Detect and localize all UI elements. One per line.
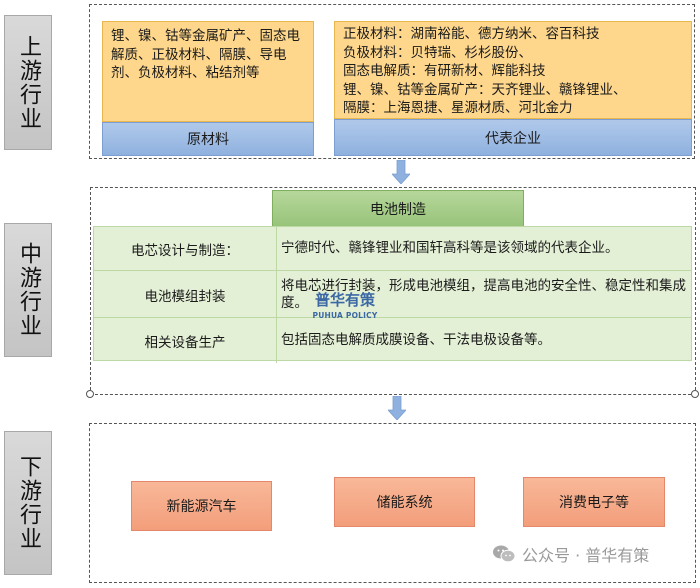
wechat-icon bbox=[493, 545, 516, 563]
row-description: 宁德时代、赣锋锂业和国轩高科等是该领域的代表企业。 bbox=[281, 240, 619, 256]
table-row: 电芯设计与制造： 宁德时代、赣锋锂业和国轩高科等是该领域的代表企业。 bbox=[94, 227, 691, 270]
downstream-group bbox=[89, 423, 696, 583]
battery-manufacturing-header: 电池制造 bbox=[272, 190, 524, 227]
watermark: 公众号 · 普华有策 bbox=[492, 542, 649, 566]
companies-box: 正极材料：湖南裕能、德方纳米、容百科技 负极材料：贝特瑞、杉杉股份、 固态电解质… bbox=[334, 21, 692, 119]
company-line: 正极材料：湖南裕能、德方纳米、容百科技 bbox=[343, 26, 600, 42]
application-new-energy-vehicles: 新能源汽车 bbox=[131, 481, 272, 531]
application-consumer-electronics: 消费电子等 bbox=[523, 477, 665, 527]
row-description: 将电芯进行封装，形成电池模组，提高电池的安全性、稳定性和集成度。 bbox=[281, 277, 686, 311]
row-label: 电芯设计与制造： bbox=[94, 227, 277, 270]
row-label: 电池模组封装 bbox=[94, 271, 277, 318]
down-arrow-icon bbox=[388, 396, 406, 420]
down-arrow-icon bbox=[392, 160, 410, 184]
table-row: 电池模组封装 将电芯进行封装，形成电池模组，提高电池的安全性、稳定性和集成度。 bbox=[94, 270, 691, 318]
table-row: 相关设备生产 包括固态电解质成膜设备、干法电极设备等。 bbox=[94, 317, 691, 363]
stage-label-upstream: 上游行业 bbox=[4, 15, 52, 150]
midstream-group bbox=[90, 187, 696, 395]
upstream-group bbox=[89, 4, 695, 159]
materials-box: 锂、镍、钴等金属矿产、固态电解质、正极材料、隔膜、导电剂、负极材料、粘结剂等 bbox=[102, 21, 314, 122]
resize-handle bbox=[86, 390, 94, 398]
row-label: 相关设备生产 bbox=[94, 318, 277, 363]
companies-header: 代表企业 bbox=[334, 119, 692, 156]
application-energy-storage: 储能系统 bbox=[334, 477, 475, 527]
stage-label-downstream: 下游行业 bbox=[4, 431, 52, 575]
resize-handle bbox=[691, 390, 699, 398]
company-line: 隔膜：上海恩捷、星源材质、河北金力 bbox=[343, 100, 573, 116]
row-description: 包括固态电解质成膜设备、干法电极设备等。 bbox=[281, 332, 551, 348]
materials-header: 原材料 bbox=[102, 122, 314, 156]
puhua-logo: 普华有策 PUHUA POLICY bbox=[312, 291, 378, 321]
company-line: 锂、镍、钴等金属矿产：天齐锂业、赣锋锂业、 bbox=[343, 81, 627, 98]
company-line: 固态电解质：有研新材、辉能科技 bbox=[343, 63, 546, 79]
midstream-table: 电芯设计与制造： 宁德时代、赣锋锂业和国轩高科等是该领域的代表企业。 电池模组封… bbox=[93, 226, 692, 363]
stage-label-midstream: 中游行业 bbox=[4, 223, 52, 357]
company-line: 负极材料：贝特瑞、杉杉股份、 bbox=[343, 44, 532, 61]
